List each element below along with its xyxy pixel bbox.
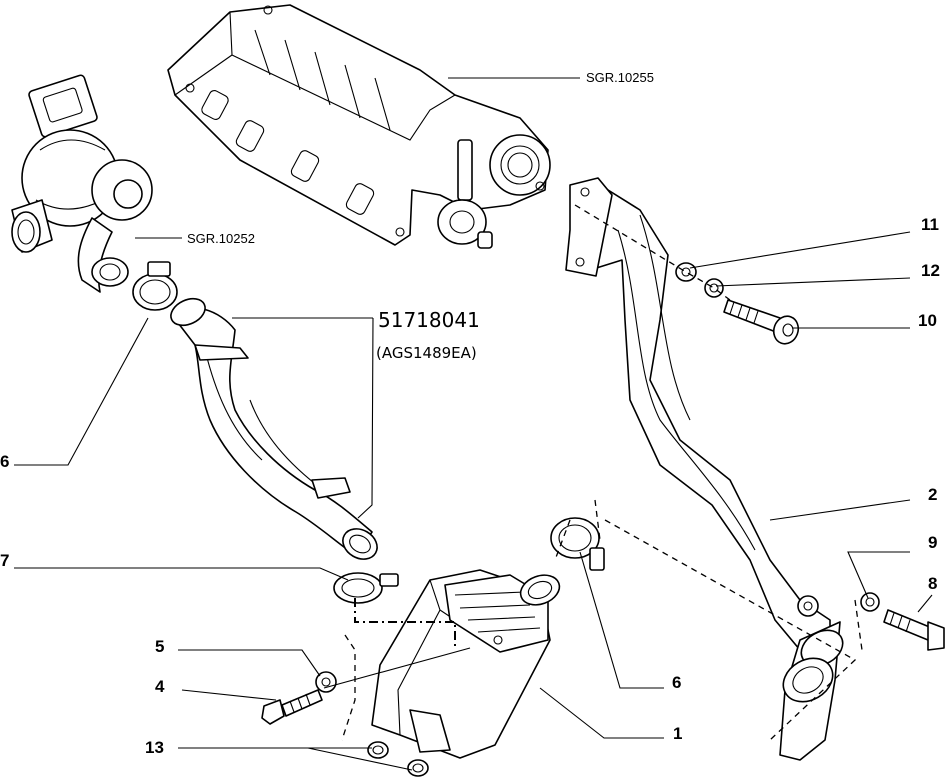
callout-6-lower: 6 <box>672 673 681 692</box>
callout-9: 9 <box>928 533 937 552</box>
callout-6-upper: 6 <box>0 452 9 471</box>
callout-13: 13 <box>145 738 164 757</box>
intake-hose-51718041[interactable] <box>167 294 383 566</box>
callout-11: 11 <box>921 215 939 234</box>
turbocharger[interactable] <box>11 74 153 293</box>
intake-manifold[interactable] <box>167 4 551 249</box>
charge-air-pipe[interactable] <box>565 177 849 761</box>
callout-1: 1 <box>673 724 682 743</box>
rubber-mount-13[interactable] <box>367 741 429 777</box>
washer-5[interactable] <box>315 671 337 693</box>
part-code: (AGS1489EA) <box>376 344 477 362</box>
intercooler[interactable] <box>371 569 564 759</box>
callout-5: 5 <box>155 637 164 656</box>
hose-clamp-6-lower[interactable] <box>550 517 605 571</box>
bolt-10[interactable] <box>723 299 802 347</box>
labels: SGR.10255 SGR.10252 51718041 (AGS1489EA)… <box>0 70 940 757</box>
washer-11[interactable] <box>675 262 697 282</box>
leader-lines <box>14 77 933 771</box>
washer-12[interactable] <box>704 278 724 298</box>
callout-2: 2 <box>928 485 937 504</box>
callout-8: 8 <box>928 574 937 593</box>
hose-clamp-7[interactable] <box>333 572 399 604</box>
callout-12: 12 <box>921 261 940 280</box>
callout-7: 7 <box>0 551 9 570</box>
screw-4[interactable] <box>261 689 323 725</box>
ref-intake-manifold: SGR.10255 <box>586 70 654 85</box>
assembly-lines <box>341 204 863 741</box>
callout-10: 10 <box>918 311 937 330</box>
callout-4: 4 <box>155 677 165 696</box>
washer-9[interactable] <box>860 592 880 612</box>
bolt-8[interactable] <box>883 609 945 651</box>
ref-turbocharger: SGR.10252 <box>187 231 255 246</box>
hose-clamp-6-upper[interactable] <box>132 261 178 311</box>
part-number: 51718041 <box>378 308 480 332</box>
